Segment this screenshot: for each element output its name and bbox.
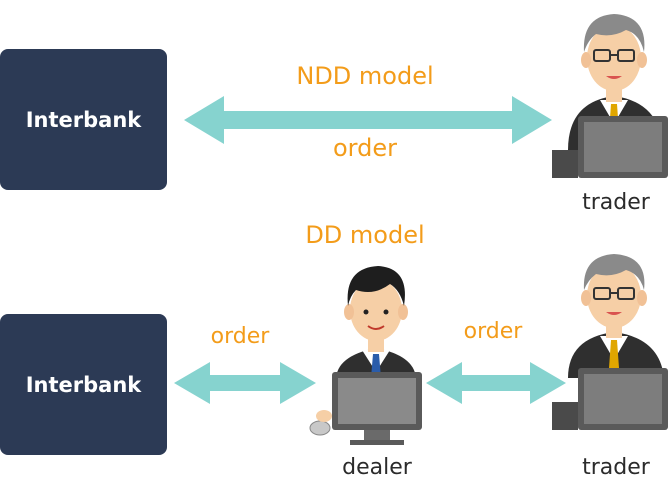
ndd-interbank-label: Interbank xyxy=(25,107,142,132)
dealer-icon xyxy=(309,266,422,445)
ndd-title: NDD model xyxy=(296,62,434,90)
dd-order-arrow-right xyxy=(426,362,566,404)
dd-interbank-label: Interbank xyxy=(25,372,142,397)
dd-order-left-label: order xyxy=(210,324,270,349)
dd-interbank-box: Interbank xyxy=(0,314,167,455)
dd-title: DD model xyxy=(305,221,425,249)
ndd-order-arrow xyxy=(184,96,552,144)
dd-dealer-label: dealer xyxy=(342,455,412,480)
dd-trader-label: trader xyxy=(582,455,650,480)
trader-icon xyxy=(552,14,668,178)
ndd-interbank-box: Interbank xyxy=(0,49,167,190)
dd-order-arrow-left xyxy=(174,362,316,404)
dd-order-right-label: order xyxy=(463,319,523,344)
trader-icon-bottom xyxy=(552,254,668,430)
ndd-order-label: order xyxy=(333,134,397,162)
ndd-trader-label: trader xyxy=(582,190,650,215)
